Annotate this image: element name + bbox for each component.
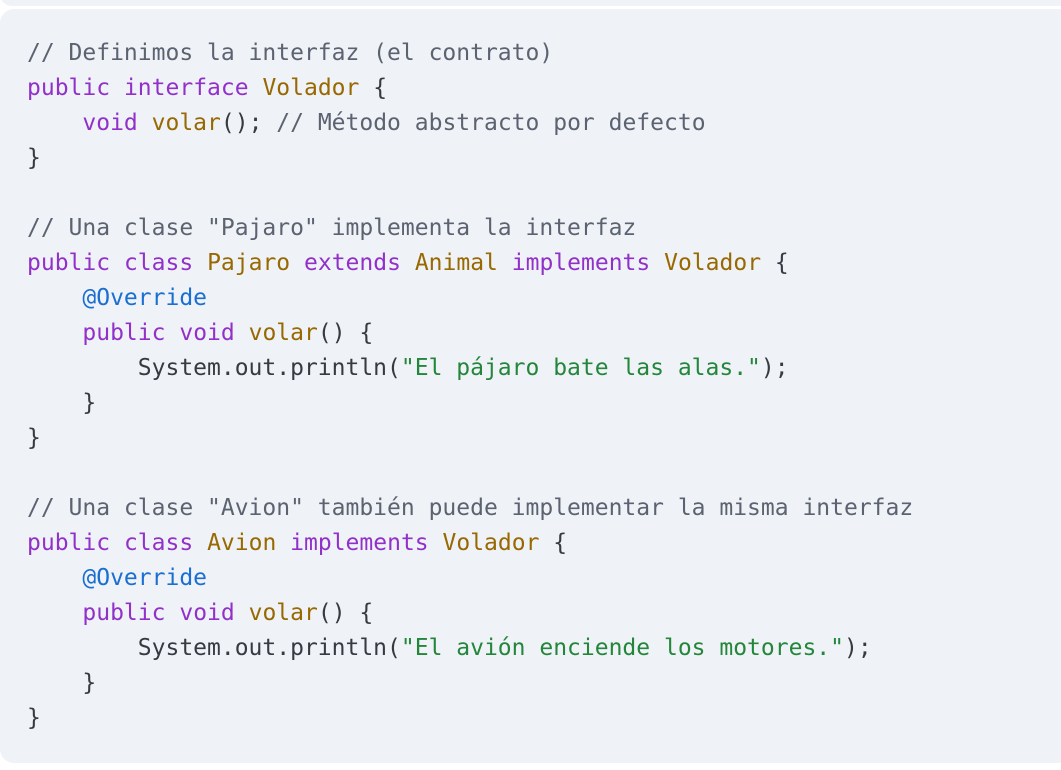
- code-line: public void volar() {: [27, 596, 913, 631]
- code-token-plain: [193, 530, 207, 556]
- code-line: }: [27, 421, 913, 456]
- code-token-type: Avion: [207, 530, 277, 556]
- code-token-plain: () {: [317, 600, 374, 626]
- code-token-plain: {: [539, 530, 568, 556]
- code-token-plain: [27, 600, 82, 626]
- code-line: void volar(); // Método abstracto por de…: [27, 106, 913, 141]
- code-token-plain: [110, 250, 124, 276]
- code-token-plain: [110, 75, 124, 101]
- code-token-plain: [165, 320, 179, 346]
- code-token-type: Animal: [414, 250, 498, 276]
- previous-content-block: [0, 0, 1061, 6]
- code-line: System.out.println("El avión enciende lo…: [27, 631, 913, 666]
- code-token-string: "El avión enciende los motores.": [400, 635, 844, 661]
- code-token-comment: // Una clase "Avion" también puede imple…: [27, 495, 914, 521]
- code-token-plain: [249, 75, 263, 101]
- code-line: }: [27, 141, 913, 176]
- code-token-plain: [138, 110, 152, 136]
- code-line: }: [27, 666, 913, 701]
- code-token-keyword: public: [27, 250, 111, 276]
- code-token-fn: volar: [248, 320, 318, 346]
- code-line: public interface Volador {: [27, 71, 913, 106]
- code-token-plain: );: [843, 635, 872, 661]
- code-token-plain: [27, 565, 82, 591]
- code-line: }: [27, 701, 913, 736]
- code-token-plain: [27, 320, 82, 346]
- code-token-annotation: @Override: [82, 565, 208, 591]
- code-line: public class Avion implements Volador {: [27, 526, 913, 561]
- code-token-plain: }: [27, 145, 41, 171]
- code-token-plain: [27, 110, 82, 136]
- code-token-keyword: implements: [290, 530, 429, 556]
- code-line: public class Pajaro extends Animal imple…: [27, 246, 913, 281]
- code-token-plain: [235, 600, 249, 626]
- code-token-plain: [650, 250, 664, 276]
- code-token-plain: System.out.println(: [27, 635, 401, 661]
- code-token-plain: () {: [317, 320, 374, 346]
- code-token-plain: System.out.println(: [27, 355, 401, 381]
- code-line: }: [27, 386, 913, 421]
- code-line: ​: [27, 456, 913, 491]
- code-token-plain: }: [27, 670, 97, 696]
- code-line: ​: [27, 176, 913, 211]
- code-token-plain: }: [27, 390, 97, 416]
- code-token-plain: [110, 530, 124, 556]
- code-token-plain: }: [27, 425, 41, 451]
- code-token-keyword: public: [27, 530, 111, 556]
- code-token-type: Pajaro: [207, 250, 291, 276]
- code-token-keyword: class: [123, 250, 194, 276]
- code-token-plain: [401, 250, 415, 276]
- code-token-fn: volar: [248, 600, 318, 626]
- code-token-annotation: @Override: [82, 285, 208, 311]
- code-token-plain: [498, 250, 512, 276]
- code-token-plain: {: [359, 75, 388, 101]
- code-token-plain: [429, 530, 443, 556]
- code-token-plain: }: [27, 705, 41, 731]
- code-token-keyword: public: [82, 320, 166, 346]
- code-token-keyword: void: [179, 600, 235, 626]
- code-line: // Definimos la interfaz (el contrato): [27, 36, 913, 71]
- code-block: // Definimos la interfaz (el contrato) pu…: [0, 9, 1061, 763]
- code-line: @Override: [27, 281, 913, 316]
- code-token-keyword: implements: [511, 250, 651, 276]
- code-line: // Una clase "Pajaro" implementa la inte…: [27, 211, 913, 246]
- code-token-plain: [235, 320, 249, 346]
- code-token-keyword: interface: [123, 75, 249, 101]
- code-token-string: "El pájaro bate las alas.": [400, 355, 761, 381]
- code-token-keyword: void: [179, 320, 235, 346]
- code-token-type: Volador: [664, 250, 762, 276]
- code-token-keyword: public: [82, 600, 166, 626]
- code-token-plain: [290, 250, 304, 276]
- code-token-type: Volador: [442, 530, 540, 556]
- code-line: public void volar() {: [27, 316, 913, 351]
- code-token-keyword: class: [123, 530, 194, 556]
- code-token-keyword: public: [27, 75, 111, 101]
- code-token-plain: [165, 600, 179, 626]
- code-token-comment: // Una clase "Pajaro" implementa la inte…: [27, 215, 637, 241]
- code-token-fn: volar: [151, 110, 221, 136]
- code-token-comment: // Método abstracto por defecto: [276, 110, 706, 136]
- code-token-comment: // Definimos la interfaz (el contrato): [27, 40, 554, 66]
- code-line: // Una clase "Avion" también puede imple…: [27, 491, 913, 526]
- code-token-plain: {: [761, 250, 789, 276]
- code-token-keyword: void: [82, 110, 138, 136]
- code-line: @Override: [27, 561, 913, 596]
- code-token-plain: [276, 530, 290, 556]
- code-line: System.out.println("El pájaro bate las a…: [27, 351, 913, 386]
- code-token-keyword: extends: [304, 250, 401, 276]
- code-token-plain: );: [760, 355, 789, 381]
- code-content[interactable]: // Definimos la interfaz (el contrato) pu…: [27, 36, 913, 736]
- code-token-plain: ();: [220, 110, 277, 136]
- code-token-plain: [193, 250, 207, 276]
- code-token-type: Volador: [262, 75, 360, 101]
- code-token-plain: [27, 285, 82, 311]
